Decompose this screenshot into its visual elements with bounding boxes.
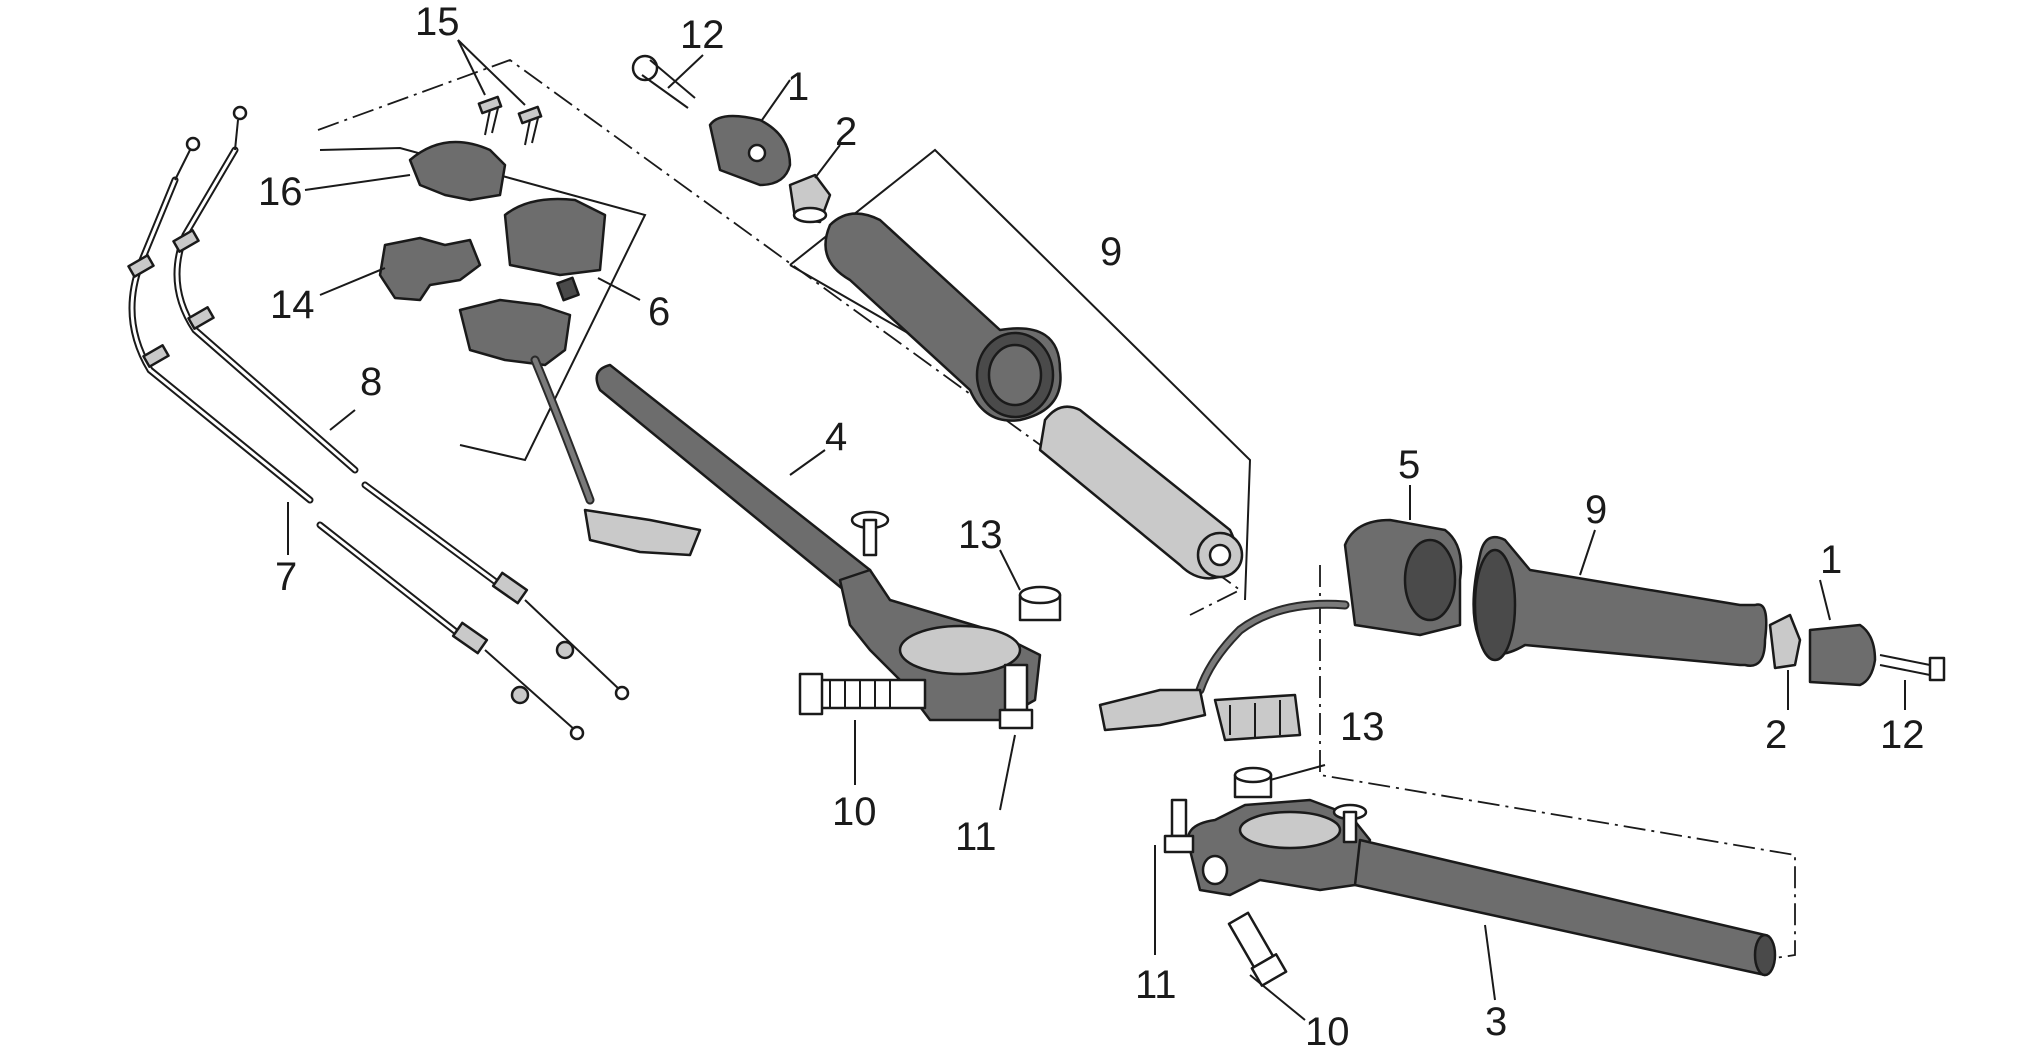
bar-end-weight-right <box>1808 623 1877 687</box>
callout-1-left: 1 <box>787 65 809 109</box>
bolt-12-right <box>1879 654 1946 682</box>
right-assembly-outline <box>1319 565 1796 959</box>
switch-cover-bottom <box>458 298 572 367</box>
callout-1-right: 1 <box>1820 538 1842 582</box>
screw-15-b <box>517 105 543 146</box>
adapter-2-right <box>1768 613 1802 670</box>
callout-5: 5 <box>1398 443 1420 487</box>
right-switch-housing <box>1098 518 1463 742</box>
left-grip-assembly <box>824 212 1244 580</box>
callout-15: 15 <box>415 0 460 44</box>
throttle-control-housing <box>378 95 702 557</box>
right-connector-a <box>1098 688 1207 732</box>
group-brackets <box>319 146 1252 601</box>
callout-13-right: 13 <box>1340 705 1385 749</box>
right-grip-body <box>1472 535 1768 667</box>
callout-10-left: 10 <box>832 790 877 834</box>
callout-14: 14 <box>270 283 315 327</box>
adapter-2-left <box>788 173 832 224</box>
bracket-grip-group <box>789 148 1252 601</box>
callout-4: 4 <box>825 415 847 459</box>
switch-cover-top <box>503 197 607 277</box>
callout-11-left: 11 <box>955 815 997 859</box>
screw-top-right <box>1332 803 1368 844</box>
bolt-11-left <box>998 663 1034 730</box>
housing-upper-cover <box>408 140 507 202</box>
callout-labels: 15 16 14 6 8 7 12 1 2 9 4 13 10 11 5 9 1… <box>258 0 1925 1048</box>
leader-lines <box>287 39 1906 1021</box>
right-connector-b <box>1213 693 1302 742</box>
throttle-cable-7 <box>128 176 314 504</box>
right-handlebar <box>1163 766 1777 987</box>
assembly-outlines <box>317 58 1796 959</box>
screw-15-a <box>477 95 503 136</box>
callout-6: 6 <box>648 290 670 334</box>
throttle-cables <box>127 105 630 741</box>
callout-8: 8 <box>360 360 382 404</box>
bolt-10-right <box>1227 911 1288 987</box>
left-handlebar <box>595 363 1062 730</box>
left-handlebar-tube <box>595 363 872 597</box>
callout-12-left: 12 <box>680 13 725 57</box>
switch-connector <box>583 508 702 557</box>
nut-13-right <box>1233 766 1273 799</box>
nut-13-left <box>1018 585 1062 622</box>
callout-11-right: 11 <box>1135 963 1177 1007</box>
screw-top-left <box>850 510 890 557</box>
right-bar-end <box>1768 613 1946 687</box>
housing-lower-clamp <box>378 236 482 302</box>
callout-2-right: 2 <box>1765 713 1787 757</box>
callout-10-right: 10 <box>1305 1010 1350 1048</box>
right-grip <box>1472 535 1768 667</box>
callout-2-left: 2 <box>835 110 857 154</box>
callout-12-right: 12 <box>1880 713 1925 757</box>
left-bar-end <box>631 54 832 224</box>
callout-7: 7 <box>275 555 297 599</box>
callout-13-left: 13 <box>958 513 1003 557</box>
callout-9-left: 9 <box>1100 230 1122 274</box>
bolt-10-left <box>798 672 927 716</box>
bolt-11-right <box>1163 798 1195 854</box>
callout-9-right: 9 <box>1585 488 1607 532</box>
bracket-switch-group <box>319 146 647 462</box>
left-assembly-outline <box>317 58 1242 616</box>
right-handlebar-tube <box>1353 838 1772 977</box>
callout-3: 3 <box>1485 1000 1507 1044</box>
callout-16: 16 <box>258 170 303 214</box>
bolt-12-left <box>631 54 696 109</box>
